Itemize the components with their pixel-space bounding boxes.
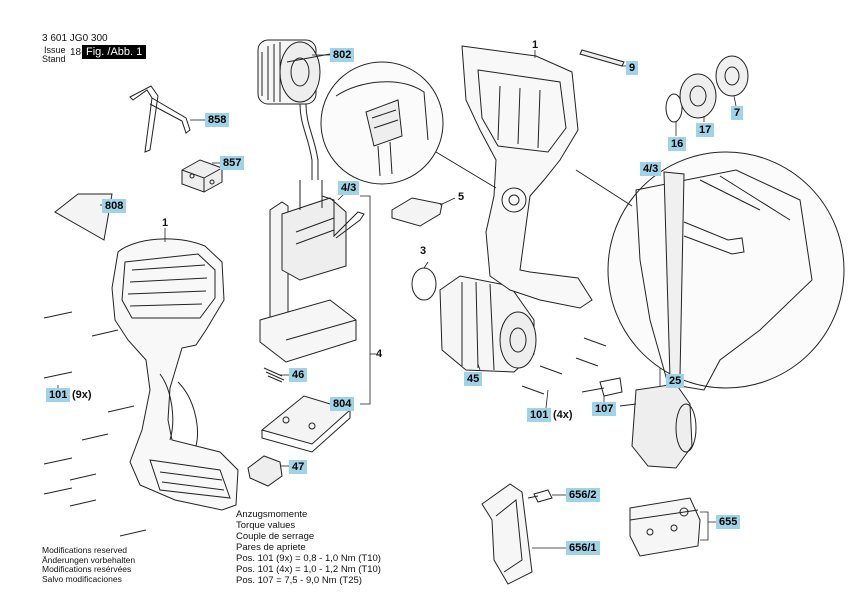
- part-857-drawing: [181, 159, 223, 193]
- part-label-655[interactable]: 655: [716, 515, 741, 529]
- spring-46-drawing: [263, 367, 285, 383]
- part-808-drawing: [54, 193, 113, 241]
- torque-line: Anzugsmomente: [236, 509, 308, 520]
- part-label-1-left[interactable]: 1: [162, 217, 169, 229]
- part-label-802[interactable]: 802: [330, 48, 355, 62]
- part-4-3-left: [321, 195, 365, 239]
- qty-101-right: (4x): [553, 409, 573, 421]
- detail-right-content: [635, 169, 813, 391]
- motor-drawing: [257, 39, 331, 180]
- part-label-656-2[interactable]: 656/2: [566, 488, 600, 502]
- screw-107-drawing: [581, 377, 623, 397]
- part-label-5[interactable]: 5: [458, 191, 465, 203]
- part-label-7[interactable]: 7: [731, 106, 744, 120]
- torque-line: Couple de serrage: [236, 531, 315, 542]
- issue-label: Issue: [44, 45, 66, 55]
- part-label-808[interactable]: 808: [102, 199, 127, 213]
- cap-7-drawing: [715, 55, 749, 97]
- screws-101-right: [521, 337, 607, 395]
- stand-label: Stand: [42, 54, 66, 64]
- part-label-101-right[interactable]: 101: [527, 408, 552, 422]
- torque-line: Pos. 101 (4x) = 1,0 - 1,2 Nm (T10): [236, 564, 381, 575]
- part-label-4-3-left[interactable]: 4/3: [338, 181, 360, 195]
- qty-101-left: (9x): [72, 389, 92, 401]
- note-line: Modifications resérvées: [42, 564, 132, 574]
- note-line: Änderungen vorbehalten: [42, 554, 136, 565]
- part-label-17[interactable]: 17: [696, 123, 715, 137]
- doc-number: 3 601 JG0 300: [42, 33, 108, 44]
- figure-label: Fig. /Abb. 1: [82, 45, 147, 59]
- part-label-46[interactable]: 46: [289, 368, 308, 382]
- ring-17-drawing: [679, 73, 717, 119]
- part-label-858[interactable]: 858: [205, 113, 230, 127]
- chuck-25-drawing: [619, 383, 697, 469]
- note-line: Modifications reserved: [42, 545, 128, 555]
- part-label-9[interactable]: 9: [626, 61, 639, 75]
- part-label-656-1[interactable]: 656/1: [566, 541, 600, 555]
- part-label-16[interactable]: 16: [668, 137, 687, 151]
- part-label-101-left[interactable]: 101: [46, 388, 71, 402]
- torque-values: Anzugsmomente Torque values Couple de se…: [236, 509, 381, 586]
- housing-right-drawing: [461, 45, 593, 309]
- part-47-drawing: [247, 455, 283, 487]
- part-label-45[interactable]: 45: [464, 372, 483, 386]
- part-label-3[interactable]: 3: [420, 245, 427, 257]
- o-ring-3-drawing: [411, 267, 437, 301]
- part-label-804[interactable]: 804: [330, 397, 355, 411]
- torque-line: Torque values: [236, 520, 296, 531]
- torque-line: Pos. 101 (9x) = 0,8 - 1,0 Nm (T10): [236, 553, 381, 564]
- screws-101-left: [43, 311, 147, 537]
- washer-16-drawing: [665, 93, 683, 123]
- bracket-858-drawing: [129, 85, 191, 153]
- part-label-25[interactable]: 25: [666, 374, 685, 388]
- torque-line: Pos. 107 = 7,5 - 9,0 Nm (T25): [236, 575, 362, 586]
- screw-656-2-drawing: [527, 489, 553, 503]
- detail-upper-content: [335, 81, 429, 177]
- part-5-drawing: [391, 197, 443, 227]
- note-line: Salvo modificaciones: [42, 573, 122, 584]
- part-label-47[interactable]: 47: [289, 460, 308, 474]
- modification-notes: Modifications reserved Änderungen vorbeh…: [42, 545, 136, 584]
- torque-line: Pares de apriete: [236, 542, 306, 553]
- holder-655-drawing: [629, 497, 701, 557]
- part-label-1-right[interactable]: 1: [532, 39, 539, 51]
- pin-9-drawing: [579, 49, 625, 67]
- part-label-4[interactable]: 4: [376, 348, 383, 360]
- housing-left-drawing: [111, 238, 239, 511]
- electronics-module-drawing: [259, 180, 357, 363]
- part-label-4-3-right[interactable]: 4/3: [640, 162, 662, 176]
- part-label-107[interactable]: 107: [592, 402, 617, 416]
- detail-circle-right: [607, 151, 845, 389]
- gearbox-45-drawing: [439, 275, 537, 373]
- belt-clip-drawing: [481, 483, 533, 585]
- part-label-857[interactable]: 857: [220, 156, 245, 170]
